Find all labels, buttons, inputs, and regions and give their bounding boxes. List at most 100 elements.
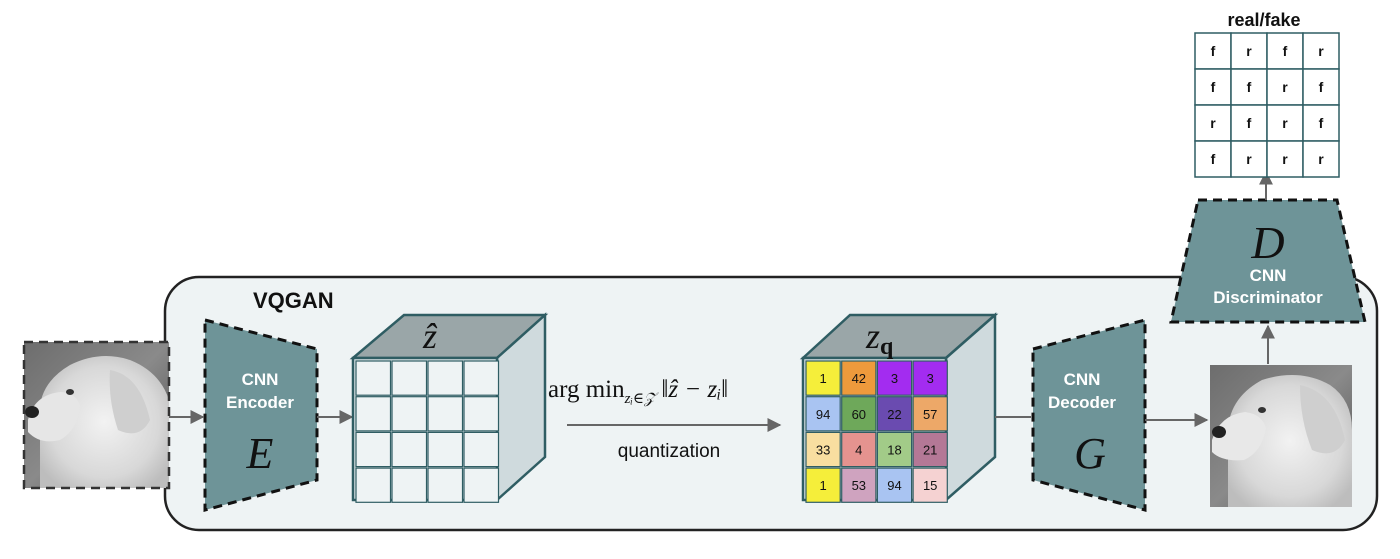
z-q-base: z bbox=[865, 316, 880, 356]
z-hat-cell bbox=[391, 396, 428, 432]
output-image bbox=[1210, 365, 1352, 507]
real-fake-cell bbox=[1194, 140, 1232, 178]
discriminator-symbol: D bbox=[1250, 217, 1284, 268]
real-fake-cell bbox=[1230, 140, 1268, 178]
discriminator-label-line2: Discriminator bbox=[1213, 288, 1323, 307]
z-hat-cell bbox=[463, 431, 500, 468]
z-hat-cell bbox=[355, 431, 392, 468]
z-q-cell bbox=[912, 396, 948, 432]
z-hat-cell bbox=[391, 467, 428, 503]
z-q-cell bbox=[876, 360, 913, 396]
z-hat-cell bbox=[355, 467, 392, 503]
encoder-symbol: E bbox=[246, 429, 274, 478]
real-fake-cell-label: r bbox=[1210, 115, 1216, 131]
cnn-decoder: CNN Decoder G bbox=[1031, 318, 1147, 512]
decoder-label-line1: CNN bbox=[1064, 370, 1101, 389]
real-fake-cell-label: r bbox=[1318, 43, 1324, 59]
encoder-label-line2: Encoder bbox=[226, 393, 294, 412]
z-hat-cell bbox=[463, 360, 500, 396]
real-fake-cell bbox=[1266, 68, 1304, 106]
quantization-label: quantization bbox=[618, 441, 720, 462]
z-q-cell-value: 4 bbox=[855, 443, 862, 458]
z-hat-cube: ẑ bbox=[349, 312, 549, 503]
z-hat-symbol: ẑ bbox=[422, 316, 438, 356]
discriminator-label-line1: CNN bbox=[1250, 266, 1287, 285]
real-fake-cell-label: f bbox=[1211, 151, 1216, 167]
z-q-cell bbox=[912, 467, 948, 503]
real-fake-cell bbox=[1302, 140, 1340, 178]
real-fake-cell-label: f bbox=[1319, 115, 1324, 131]
z-q-cell-value: 3 bbox=[891, 371, 898, 386]
z-q-cell-value: 18 bbox=[887, 443, 901, 458]
z-q-cell-value: 15 bbox=[923, 478, 937, 493]
z-hat-cell bbox=[463, 396, 500, 432]
real-fake-cell-label: r bbox=[1282, 115, 1288, 131]
z-q-cell-value: 22 bbox=[887, 407, 901, 422]
vqgan-title: VQGAN bbox=[253, 288, 334, 313]
real-fake-cell-label: r bbox=[1246, 151, 1252, 167]
input-image bbox=[22, 340, 171, 490]
real-fake-cell bbox=[1266, 32, 1304, 70]
real-fake-label: real/fake bbox=[1227, 10, 1300, 30]
argmin-subscript: zᵢ∈𝒵 bbox=[624, 391, 659, 407]
z-q-cell bbox=[841, 396, 877, 432]
z-q-cell-value: 42 bbox=[852, 371, 866, 386]
real-fake-cell-label: r bbox=[1246, 43, 1252, 59]
z-hat-cell bbox=[427, 396, 464, 432]
z-q-cell-value: 57 bbox=[923, 407, 937, 422]
z-q-cell-value: 94 bbox=[887, 478, 901, 493]
z-q-cell bbox=[841, 467, 877, 503]
real-fake-cell bbox=[1194, 68, 1232, 106]
z-q-cell-value: 1 bbox=[819, 371, 826, 386]
argmin-expression: arg minzᵢ∈𝒵‖ẑ − zᵢ‖ bbox=[548, 376, 728, 407]
svg-text:arg minzᵢ∈𝒵‖ẑ − zᵢ‖: arg minzᵢ∈𝒵‖ẑ − zᵢ‖ bbox=[548, 376, 728, 407]
z-hat-cell bbox=[355, 360, 392, 396]
z-q-cell-value: 1 bbox=[819, 478, 826, 493]
z-hat-cell bbox=[427, 360, 464, 396]
argmin-op: arg min bbox=[548, 376, 625, 403]
decoder-label-line2: Decoder bbox=[1048, 393, 1116, 412]
z-q-cell-value: 53 bbox=[852, 478, 866, 493]
cnn-discriminator: D CNN Discriminator bbox=[1169, 198, 1367, 324]
z-hat-cell bbox=[355, 396, 392, 432]
z-q-cell bbox=[805, 431, 841, 468]
z-hat-cell bbox=[463, 467, 500, 503]
real-fake-cell bbox=[1302, 68, 1340, 106]
z-hat-cell bbox=[427, 467, 464, 503]
real-fake-cell-label: r bbox=[1318, 151, 1324, 167]
cnn-encoder: CNN Encoder E bbox=[203, 318, 319, 512]
z-q-symbol: zq bbox=[865, 316, 894, 360]
z-hat-cell bbox=[391, 431, 428, 468]
z-q-cell bbox=[805, 467, 841, 503]
z-q-cell bbox=[805, 396, 841, 432]
z-hat-grid bbox=[355, 360, 500, 503]
z-q-cell-value: 21 bbox=[923, 443, 937, 458]
real-fake-cell bbox=[1230, 32, 1268, 70]
real-fake-cell-label: f bbox=[1247, 115, 1252, 131]
argmin-norm: ‖ẑ − zᵢ‖ bbox=[661, 376, 728, 403]
z-q-cell-value: 33 bbox=[816, 443, 830, 458]
real-fake-cell-label: f bbox=[1283, 43, 1288, 59]
real-fake-cell-label: r bbox=[1282, 79, 1288, 95]
z-q-cell bbox=[912, 431, 948, 468]
real-fake-cell-label: f bbox=[1247, 79, 1252, 95]
z-q-cell bbox=[841, 360, 877, 396]
real-fake-cell-label: f bbox=[1319, 79, 1324, 95]
z-q-cell-value: 3 bbox=[927, 371, 934, 386]
z-q-cell-value: 60 bbox=[852, 407, 866, 422]
real-fake-cell bbox=[1230, 68, 1268, 106]
z-q-subscript: q bbox=[880, 334, 894, 360]
z-q-cell bbox=[841, 431, 877, 468]
real-fake-cell bbox=[1266, 104, 1304, 142]
z-hat-cell bbox=[427, 431, 464, 468]
z-q-cell bbox=[805, 360, 841, 396]
real-fake-cell-label: r bbox=[1282, 151, 1288, 167]
z-q-cell bbox=[912, 360, 948, 396]
z-q-cell bbox=[876, 467, 913, 503]
real-fake-cell-label: f bbox=[1211, 79, 1216, 95]
encoder-label-line1: CNN bbox=[242, 370, 279, 389]
